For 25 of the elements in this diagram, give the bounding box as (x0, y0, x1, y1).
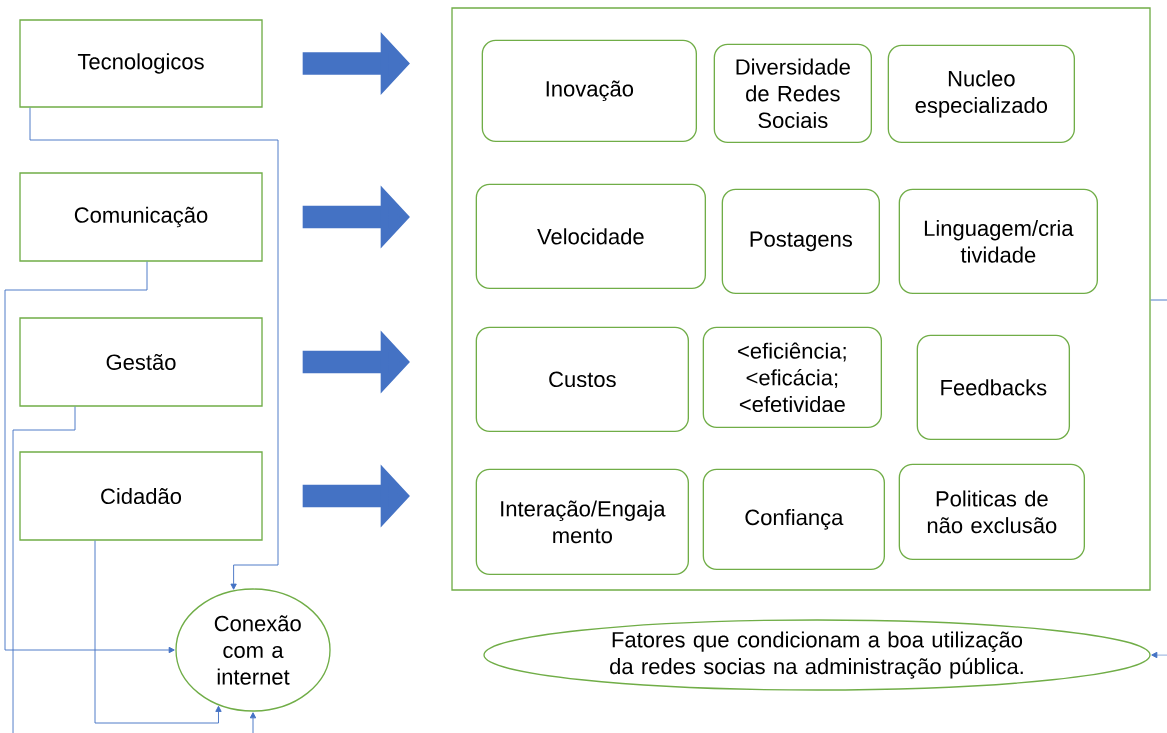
ellipse-node: Fatores que condicionam a boa utilização da redes socias na administração pública. (483, 619, 1151, 691)
ellipse-node: Conexão com a internet (175, 588, 331, 712)
factor-box: Velocidade (475, 183, 706, 289)
factor-box: Custos (475, 326, 689, 432)
connector-arrow (4, 261, 175, 654)
factor-box: Nucleo especializado (887, 44, 1075, 143)
factor-box: Confiança (702, 468, 885, 570)
factor-box: Politicas de não exclusão (898, 463, 1085, 560)
connector-line (1150, 299, 1167, 301)
category-box: Cidadão (19, 451, 263, 541)
category-box: Tecnologicos (19, 19, 263, 108)
factor-box: Interação/Engaja mento (475, 468, 689, 575)
connector-line (12, 406, 76, 733)
factor-box: Feedbacks (916, 334, 1070, 440)
factor-box: Linguagem/cria tividade (898, 188, 1098, 294)
connector-arrow (249, 712, 257, 733)
connector-arrow (29, 107, 279, 590)
container-box (451, 7, 1151, 591)
connector-arrow (94, 540, 222, 724)
factor-box: <eficiência; <eficácia; <efetividae (702, 326, 882, 428)
factor-box: Diversidade de Redes Sociais (713, 43, 872, 143)
category-box: Comunicação (19, 172, 263, 262)
factor-box: Postagens (721, 188, 880, 294)
factor-box: Inovação (481, 39, 697, 142)
category-box: Gestão (19, 317, 263, 407)
